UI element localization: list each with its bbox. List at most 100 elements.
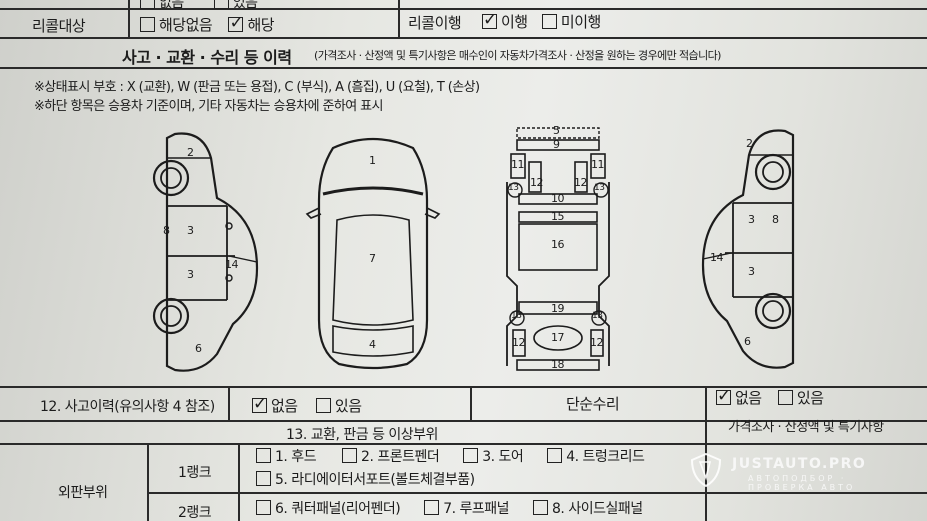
rank2-label: 2랭크 bbox=[178, 505, 212, 521]
area-2: 2 bbox=[746, 137, 753, 150]
recall-yes-label: 해당 bbox=[247, 16, 275, 34]
simple-repair-yes-label: 있음 bbox=[796, 389, 824, 407]
col-line bbox=[228, 386, 230, 420]
simple-repair-options: 없음 있음 bbox=[716, 386, 824, 408]
radiator-support-checkbox[interactable] bbox=[256, 471, 271, 486]
recall-exec-label: 리콜이행 bbox=[408, 14, 462, 32]
watermark-brand: JUSTAUTO.PRO bbox=[732, 456, 867, 472]
area-13: 13 bbox=[508, 183, 519, 193]
radiator-support-label: 5. 라디에이터서포트(볼트체결부품) bbox=[275, 472, 475, 488]
front-fender-label: 2. 프론트펜더 bbox=[361, 449, 440, 465]
area-8: 8 bbox=[772, 213, 779, 226]
row-line bbox=[0, 37, 927, 39]
area-10: 10 bbox=[551, 192, 565, 205]
area-9: 9 bbox=[553, 138, 560, 151]
roof-panel-checkbox[interactable] bbox=[424, 500, 440, 515]
area-3: 3 bbox=[748, 213, 755, 226]
rank1-items-row2: 5. 라디에이터서포트(볼트체결부품) bbox=[256, 469, 475, 489]
accident-label: 12. 사고이력(유의사항 4 참조) bbox=[40, 399, 215, 415]
area-12: 12 bbox=[530, 176, 544, 189]
top-partial: 없음 있음 bbox=[140, 0, 258, 12]
accident-none-checkbox[interactable] bbox=[252, 394, 267, 414]
quarter-panel-checkbox[interactable] bbox=[256, 500, 271, 515]
side-sill-checkbox[interactable] bbox=[533, 500, 549, 515]
area-4: 4 bbox=[369, 338, 376, 351]
row-line bbox=[0, 386, 927, 388]
recall-none-label: 해당없음 bbox=[159, 16, 213, 34]
recall-exec-options: 이행 미이행 bbox=[482, 10, 601, 32]
area-5: 5 bbox=[553, 124, 560, 137]
area-12: 12 bbox=[590, 336, 604, 349]
row-line bbox=[0, 8, 927, 10]
simple-repair-label: 단순수리 bbox=[566, 395, 620, 413]
area-8: 8 bbox=[163, 224, 170, 237]
top-opt-a-checkbox[interactable] bbox=[140, 0, 155, 9]
area-3: 3 bbox=[187, 224, 194, 237]
area-13: 13 bbox=[511, 311, 522, 321]
accident-options: 없음 있음 bbox=[252, 394, 362, 416]
area-3: 3 bbox=[187, 268, 194, 281]
area-11: 11 bbox=[591, 158, 605, 171]
area-12: 12 bbox=[574, 176, 588, 189]
row-line bbox=[0, 420, 927, 422]
simple-repair-yes-checkbox[interactable] bbox=[777, 390, 793, 405]
recall-yes-checkbox[interactable] bbox=[228, 13, 244, 33]
car-right-side-view: 2 3 8 14 3 6 bbox=[690, 125, 815, 373]
recall-done-checkbox[interactable] bbox=[482, 10, 497, 30]
area-11: 11 bbox=[511, 158, 525, 171]
col-line bbox=[128, 0, 130, 37]
outer-panel-label: 외판부위 bbox=[58, 485, 108, 501]
rank2-items: 6. 쿼터패널(리어펜더) 7. 루프패널 8. 사이드실패널 bbox=[256, 498, 643, 518]
shield-logo-icon bbox=[690, 452, 722, 488]
recall-not-checkbox[interactable] bbox=[541, 14, 557, 29]
area-7: 7 bbox=[369, 252, 376, 265]
row-line bbox=[0, 67, 927, 69]
col-line bbox=[398, 0, 400, 37]
quarter-panel-label: 6. 쿼터패널(리어펜더) bbox=[275, 501, 401, 517]
area-12: 12 bbox=[512, 336, 526, 349]
area-1: 1 bbox=[369, 154, 376, 167]
side-sill-label: 8. 사이드실패널 bbox=[552, 501, 643, 517]
simple-repair-none-checkbox[interactable] bbox=[716, 386, 731, 406]
area-13: 13 bbox=[592, 311, 603, 321]
section-title: 사고 · 교환 · 수리 등 이력 bbox=[122, 48, 292, 67]
door-label: 3. 도어 bbox=[482, 449, 524, 465]
area-3: 3 bbox=[748, 265, 755, 278]
area-15: 15 bbox=[551, 210, 565, 223]
accident-none-label: 없음 bbox=[271, 397, 298, 415]
area-17: 17 bbox=[551, 331, 565, 344]
rank1-label: 1랭크 bbox=[178, 465, 212, 481]
accident-yes-checkbox[interactable] bbox=[315, 398, 331, 413]
area-6: 6 bbox=[195, 342, 202, 355]
area-14: 14 bbox=[710, 251, 724, 264]
col-line bbox=[238, 443, 240, 521]
area-6: 6 bbox=[744, 335, 751, 348]
rank1-items-row1: 1. 후드 2. 프론트펜더 3. 도어 4. 트렁크리드 bbox=[256, 446, 645, 466]
watermark-sub: АВТОПОДБОР · ПРОВЕРКА АВТО bbox=[748, 474, 856, 492]
top-opt-a-label: 없음 bbox=[159, 0, 184, 11]
legend-line1: ※상태표시 부호 : X (교환), W (판금 또는 용접), C (부식),… bbox=[34, 80, 480, 95]
top-opt-b-checkbox[interactable] bbox=[213, 0, 229, 9]
row-line bbox=[0, 443, 927, 445]
area-16: 16 bbox=[551, 238, 565, 251]
car-left-side-view: 2 8 3 3 14 6 bbox=[145, 128, 270, 376]
car-top-view: 1 7 4 bbox=[303, 130, 443, 370]
recall-not-label: 미이행 bbox=[560, 13, 601, 31]
simple-repair-none-label: 없음 bbox=[735, 389, 762, 407]
recall-none-checkbox[interactable] bbox=[140, 17, 155, 32]
area-14: 14 bbox=[225, 258, 239, 271]
row-line bbox=[147, 492, 927, 494]
hood-checkbox[interactable] bbox=[256, 448, 271, 463]
area-13: 13 bbox=[594, 183, 605, 193]
accident-yes-label: 있음 bbox=[334, 397, 362, 415]
recall-done-label: 이행 bbox=[501, 13, 528, 31]
legend-line2: ※하단 항목은 승용차 기준이며, 기타 자동차는 승용차에 준하여 표시 bbox=[34, 99, 383, 114]
price-note: 가격조사 · 산정액 및 특기사항 bbox=[728, 420, 884, 435]
trunk-lid-checkbox[interactable] bbox=[547, 448, 563, 463]
section-note: (가격조사 · 산정액 및 특기사항은 매수인이 자동차가격조사 · 산정을 원… bbox=[314, 49, 721, 62]
front-fender-checkbox[interactable] bbox=[342, 448, 358, 463]
door-checkbox[interactable] bbox=[463, 448, 479, 463]
area-19: 19 bbox=[551, 302, 565, 315]
top-opt-b-label: 있음 bbox=[232, 0, 258, 11]
